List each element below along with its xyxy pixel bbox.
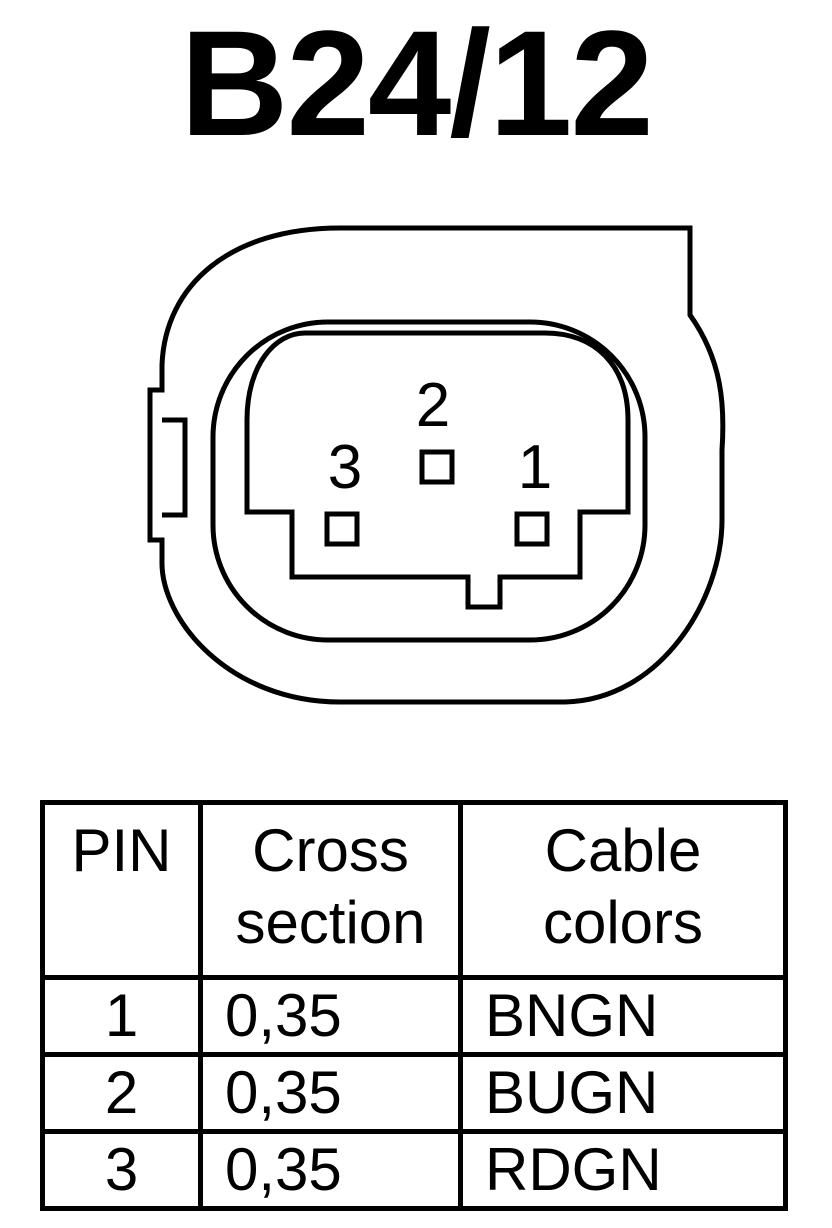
cell-cross-section: 0,35 — [198, 975, 463, 1057]
header-pin: PIN — [40, 800, 203, 980]
header-pin-label: PIN — [71, 817, 172, 884]
pin-contact-1 — [514, 511, 550, 547]
pin-assignment-table: PIN Cross section Cable colors 1 0,35 BN… — [40, 800, 788, 1211]
connector-housing-outline — [147, 225, 726, 705]
header-cable-colors-line-1: Cable — [544, 817, 702, 884]
cell-pin: 1 — [40, 975, 203, 1057]
pin-contact-3 — [324, 511, 360, 547]
cell-pin: 3 — [40, 1129, 203, 1211]
cell-cross-section: 0,35 — [198, 1129, 463, 1211]
pin-contact-2 — [419, 449, 455, 485]
table-row: 2 0,35 BUGN — [40, 1052, 788, 1134]
header-cross-section-line-2: section — [235, 889, 426, 956]
connector-diagram: 1 2 3 — [147, 225, 726, 705]
page-title: B24/12 — [180, 0, 654, 167]
pin-label-3: 3 — [328, 433, 362, 502]
cell-cross-section: 0,35 — [198, 1052, 463, 1134]
cell-cable-color: BUGN — [458, 1052, 788, 1134]
table-row: 1 0,35 BNGN — [40, 975, 788, 1057]
cell-pin: 2 — [40, 1052, 203, 1134]
header-cross-section-line-1: Cross — [252, 817, 409, 884]
table-header-row: PIN Cross section Cable colors — [40, 800, 788, 980]
cell-cable-color: BNGN — [458, 975, 788, 1057]
connector-latch-tab — [162, 417, 188, 518]
header-cable-colors: Cable colors — [458, 800, 788, 980]
header-cross-section: Cross section — [198, 800, 463, 980]
header-cable-colors-line-2: colors — [542, 889, 704, 956]
connector-pin-cavity — [244, 330, 631, 610]
pin-label-1: 1 — [518, 433, 552, 502]
table-row: 3 0,35 RDGN — [40, 1129, 788, 1211]
cell-cable-color: RDGN — [458, 1129, 788, 1211]
pin-label-2: 2 — [416, 371, 450, 440]
connector-inner-shroud — [210, 319, 648, 643]
